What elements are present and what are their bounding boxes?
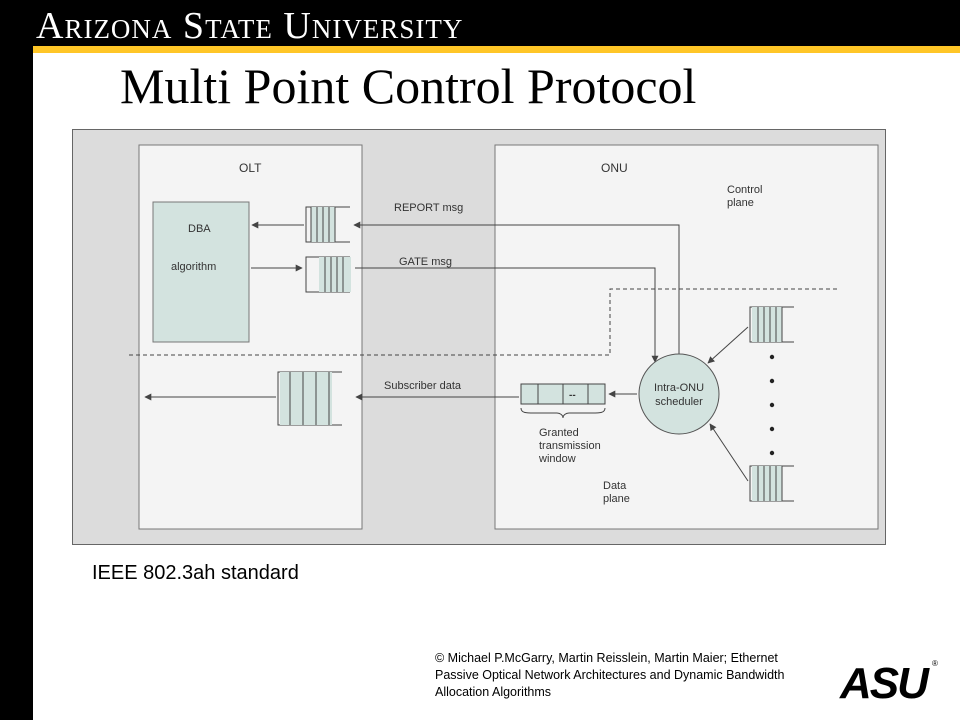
granted-transmission-window <box>520 383 606 419</box>
granted-label-line2: transmission <box>539 440 601 452</box>
olt-report-queue <box>305 206 350 243</box>
mpcp-diagram: OLT ONU Control plane DBA algorithm REPO… <box>72 129 886 545</box>
asu-logo-trademark: ® <box>932 659 938 668</box>
plane-boundary-dashed-line <box>129 288 840 356</box>
standard-note: IEEE 802.3ah standard <box>92 562 299 584</box>
subscriber-data-label: Subscriber data <box>384 380 462 392</box>
scheduler-label-line2: scheduler <box>655 396 703 408</box>
credit-line-3: Allocation Algorithms <box>435 685 552 699</box>
dba-algorithm-box <box>152 201 250 343</box>
control-plane-label-line1: Control <box>727 184 762 196</box>
granted-label-line1: Granted <box>539 427 579 439</box>
asu-logo: ASU ® <box>839 659 938 704</box>
olt-gate-queue <box>305 256 351 293</box>
onu-label: ONU <box>601 161 628 175</box>
header-bar <box>0 0 960 46</box>
slide-title: Multi Point Control Protocol <box>120 58 697 114</box>
credit-line-2: Passive Optical Network Architectures an… <box>435 668 785 682</box>
left-black-bar <box>0 46 33 720</box>
asu-logo-text: ASU <box>839 659 930 704</box>
lower-queue-to-scheduler-arrow <box>709 423 749 482</box>
granted-label-line3: window <box>538 453 576 465</box>
intra-onu-scheduler <box>638 353 720 435</box>
onu-upper-queue <box>749 306 794 343</box>
onu-panel <box>494 144 879 530</box>
copyright-credit: © Michael P.McGarry, Martin Reisslein, M… <box>435 650 855 701</box>
credit-line-1: © Michael P.McGarry, Martin Reisslein, M… <box>435 651 778 665</box>
gate-msg-label: GATE msg <box>399 256 452 268</box>
upper-queue-to-scheduler-arrow <box>707 326 749 364</box>
queue-ellipsis-dots <box>769 354 775 456</box>
gate-msg-arrow <box>251 264 659 363</box>
granted-slot-mark: -- <box>569 390 576 401</box>
data-plane-label-line1: Data <box>603 480 627 492</box>
report-msg-label: REPORT msg <box>394 202 463 214</box>
onu-lower-queue <box>749 465 794 502</box>
olt-label: OLT <box>239 161 262 175</box>
olt-subscriber-data-queue <box>277 371 342 426</box>
report-msg-arrow <box>251 221 680 360</box>
university-banner: Arizona State University <box>36 5 464 47</box>
dba-label-line2: algorithm <box>171 261 216 273</box>
control-plane-label-line2: plane <box>727 197 754 209</box>
data-plane-label-line2: plane <box>603 493 630 505</box>
header-gold-stripe <box>0 46 960 53</box>
scheduler-label-line1: Intra-ONU <box>654 382 704 394</box>
dba-label-line1: DBA <box>188 223 211 235</box>
